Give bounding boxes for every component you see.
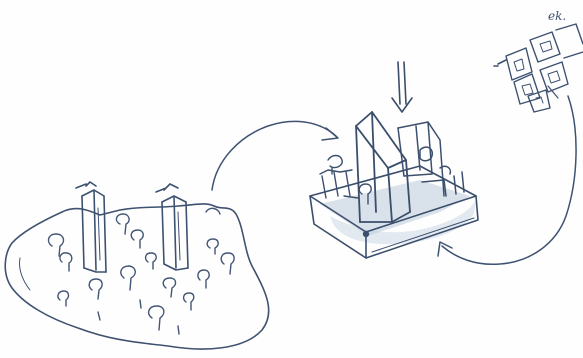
- tower-right: [156, 184, 188, 270]
- model-shading: [320, 180, 476, 244]
- down-arrow-above-model: [392, 62, 412, 112]
- terrain-blob: [5, 204, 269, 349]
- tower-left: [76, 182, 106, 272]
- corner-annotation: ek.: [548, 9, 566, 23]
- arrow-to-model: [212, 121, 338, 190]
- arrow-from-cards: [438, 96, 576, 264]
- pawn-figures-left: [49, 208, 235, 334]
